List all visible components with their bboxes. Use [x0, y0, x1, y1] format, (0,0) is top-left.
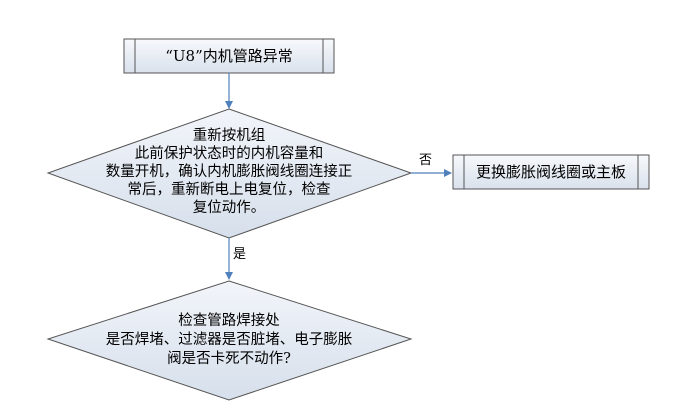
yes-label: 是: [233, 247, 247, 262]
decision-1-line: 常后，重新断电上电复位，检查: [127, 182, 331, 198]
decision-2-text: 检查管路焊接处 是否焊堵、过滤器是否脏堵、电子膨胀 阀是否卡死不动作?: [59, 312, 399, 369]
decision-1-text: 重新按机组 此前保护状态时的内机容量和 数量开机，确认内机膨胀阀线圈连接正 常后…: [59, 127, 399, 217]
decision-1-line: 重新按机组: [192, 128, 266, 144]
decision-2-line: 检查管路焊接处: [178, 313, 280, 329]
decision-2-diamond: [46, 280, 413, 401]
decision-2-line: 阀是否卡死不动作?: [167, 351, 291, 367]
decision-1-line: 数量开机，确认内机膨胀阀线圈连接正: [105, 164, 353, 180]
replace-process-label: 更换膨胀阀线圈或主板: [475, 163, 626, 181]
start-process-label: “U8”内机管路异常: [165, 47, 293, 65]
no-label: 否: [419, 153, 432, 168]
decision-2-line: 是否焊堵、过滤器是否脏堵、电子膨胀: [105, 332, 353, 348]
start-process-box: [123, 38, 335, 74]
replace-process-box: [452, 154, 650, 190]
decision-1-line: 复位动作。: [192, 200, 266, 216]
decision-1-line: 此前保护状态时的内机容量和: [134, 146, 324, 162]
